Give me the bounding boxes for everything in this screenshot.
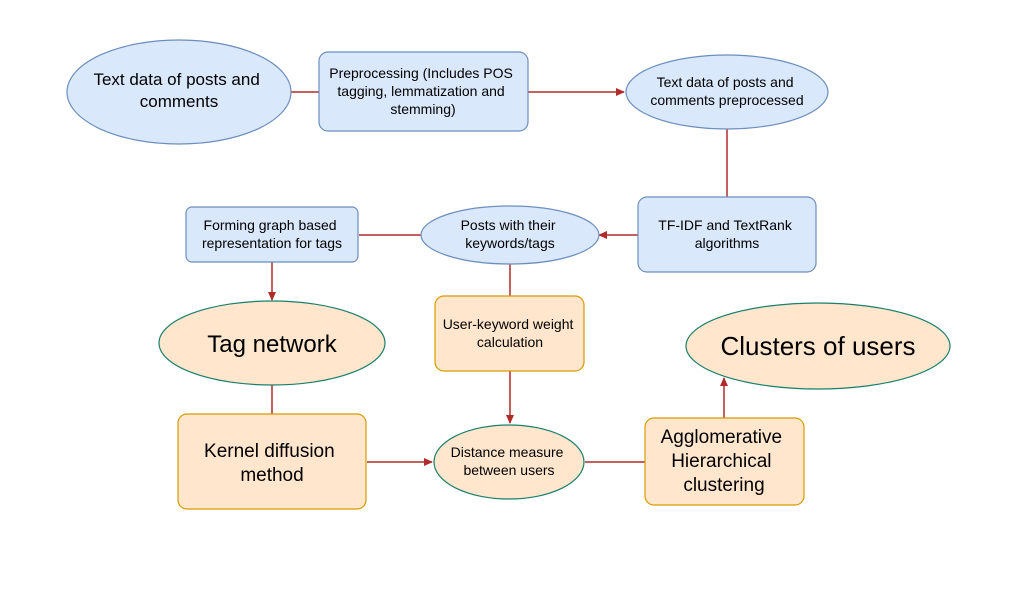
node-tag-network: Tag network (158, 300, 386, 386)
tag-network-label: Tag network (207, 331, 337, 358)
posts-keywords-line-1: Posts with their (461, 217, 556, 233)
preprocessing-line-1: Preprocessing (Includes POS (329, 65, 513, 81)
node-weight-calculation: User-keyword weight calculation (434, 295, 585, 372)
node-tfidf-textrank: TF-IDF and TextRank algorithms (637, 196, 817, 273)
svg-text:Text data of posts and c: Text data of posts and comments (93, 70, 264, 111)
svg-text:Text data of posts and c: Text data of posts and comments preproce… (650, 74, 803, 108)
svg-text:Preprocessing (Includes POS: Preprocessing (Includes POS tagging, lem… (329, 65, 517, 117)
svg-text:Tag network: Tag network (207, 331, 337, 358)
tfidf-line-1: TF-IDF and TextRank (658, 217, 793, 233)
svg-text:Kernel diffusion method: Kernel diffusion method (204, 441, 340, 486)
distance-line-1: Distance measure (451, 444, 564, 460)
weight-calc-line-2: calculation (477, 334, 543, 350)
text-data-line-2: comments (140, 92, 218, 111)
preprocessed-line-1: Text data of posts and (657, 74, 794, 90)
tfidf-line-2: algorithms (695, 235, 760, 251)
node-preprocessing: Preprocessing (Includes POS tagging, lem… (318, 51, 529, 132)
node-clusters-of-users: Clusters of users (685, 302, 951, 390)
node-posts-keywords: Posts with their keywords/tags (420, 205, 600, 265)
kernel-line-2: method (240, 465, 303, 486)
node-text-data: Text data of posts and comments (66, 39, 292, 145)
svg-text:Forming graph based repr: Forming graph based representation for t… (202, 217, 342, 251)
node-kernel-diffusion: Kernel diffusion method (177, 413, 367, 510)
node-agglomerative-clustering: Agglomerative Hierarchical clustering (644, 417, 805, 506)
kernel-line-1: Kernel diffusion (204, 441, 335, 462)
agglomerative-line-2: Hierarchical (671, 451, 771, 472)
node-distance-measure: Distance measure between users (433, 424, 585, 500)
agglomerative-line-1: Agglomerative (661, 427, 782, 448)
text-data-line-1: Text data of posts and (93, 70, 259, 89)
svg-text:Agglomerative Hierarchic: Agglomerative Hierarchical clustering (661, 427, 788, 496)
graph-repr-line-1: Forming graph based (204, 217, 337, 233)
weight-calc-line-1: User-keyword weight (443, 316, 574, 332)
svg-text:Posts with their keyword: Posts with their keywords/tags (461, 217, 560, 251)
node-graph-representation: Forming graph based representation for t… (185, 206, 359, 263)
svg-text:User-keyword weight calc: User-keyword weight calculation (443, 316, 578, 350)
graph-repr-line-2: representation for tags (202, 235, 342, 251)
clusters-label: Clusters of users (720, 331, 915, 361)
preprocessing-line-3: stemming) (390, 101, 455, 117)
svg-text:TF-IDF and TextRank algo: TF-IDF and TextRank algorithms (658, 217, 795, 251)
preprocessing-line-2: tagging, lemmatization and (337, 83, 504, 99)
agglomerative-line-3: clustering (683, 475, 764, 496)
posts-keywords-line-2: keywords/tags (465, 235, 554, 251)
edges (268, 88, 728, 466)
distance-line-2: between users (463, 462, 554, 478)
svg-text:Clusters of users: Clusters of users (720, 331, 915, 361)
svg-text:Distance measure between: Distance measure between users (451, 444, 568, 478)
node-preprocessed: Text data of posts and comments preproce… (625, 54, 829, 130)
preprocessed-line-2: comments preprocessed (650, 92, 803, 108)
